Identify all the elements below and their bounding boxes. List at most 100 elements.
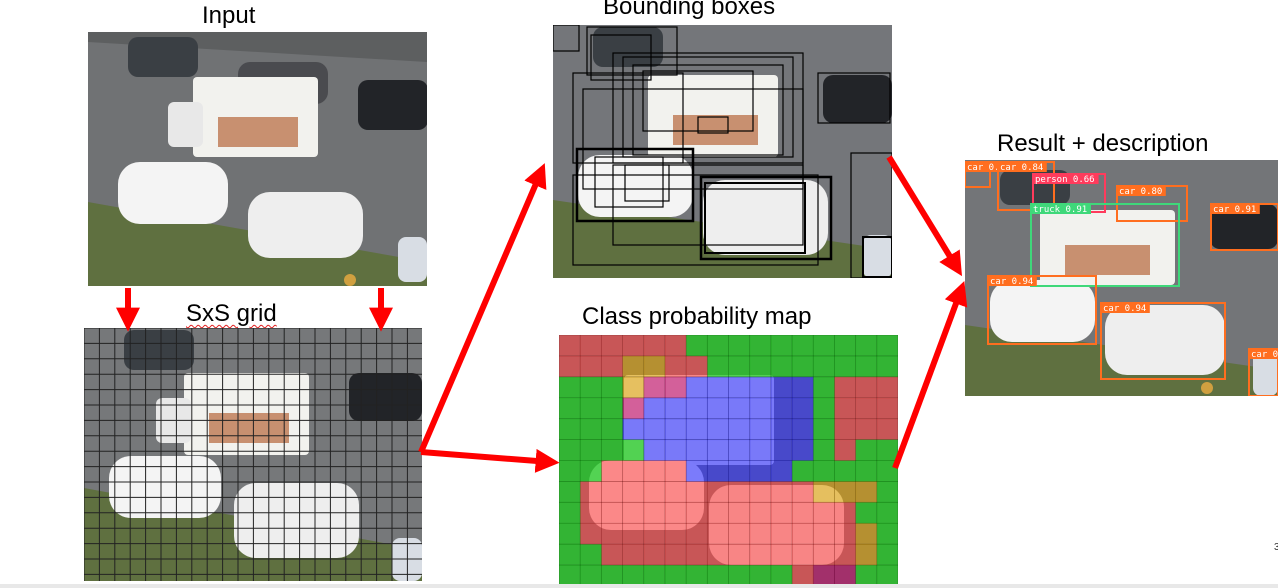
class-cell: [813, 460, 835, 482]
class-cell: [580, 460, 602, 482]
bounding-boxes-image: [553, 25, 892, 278]
class-cell: [686, 376, 708, 399]
class-cell: [770, 565, 793, 586]
class-cell: [855, 376, 878, 399]
class-cell: [834, 544, 857, 566]
class-cell: [686, 523, 708, 545]
class-cell: [664, 439, 687, 461]
class-cell: [707, 439, 729, 461]
class-cell: [792, 355, 814, 378]
class-cell: [749, 397, 772, 420]
grid-label: SxS grid: [186, 300, 277, 328]
class-cell: [813, 418, 835, 441]
class-cell: [622, 544, 645, 566]
class-cell: [834, 355, 857, 378]
class-cell: [813, 565, 835, 586]
class-cell: [601, 335, 624, 357]
class-cell: [664, 418, 687, 441]
class-cell: [855, 523, 878, 545]
class-cell: [643, 376, 666, 399]
class-cell: [834, 502, 857, 524]
class-cell: [855, 397, 878, 420]
class-cell: [792, 335, 814, 357]
class-cell: [834, 397, 857, 420]
class-probability-image: [559, 335, 898, 586]
class-cell: [792, 481, 814, 503]
detection-label-bg: [1101, 302, 1150, 313]
class-cell: [601, 376, 624, 399]
class-cell: [601, 397, 624, 420]
class-cell: [686, 481, 708, 503]
class-cell: [643, 523, 666, 545]
class-cell: [728, 523, 751, 545]
class-cell: [664, 502, 687, 524]
class-cell: [664, 335, 687, 357]
class-cell: [686, 565, 708, 586]
class-cell: [686, 439, 708, 461]
class-cell: [601, 355, 624, 378]
class-cell: [559, 460, 581, 482]
class-cell: [792, 397, 814, 420]
input-scene: [88, 32, 427, 286]
input-image: [88, 32, 427, 286]
detection-label-bg: [1117, 185, 1166, 196]
candidate-boxes: [553, 25, 892, 278]
class-cell: [876, 502, 898, 524]
detection-label-bg: [998, 161, 1047, 172]
class-cell: [728, 565, 751, 586]
class-cell: [834, 460, 857, 482]
class-cell: [601, 418, 624, 441]
detection-label-bg: [1031, 203, 1091, 214]
input-label: Input: [202, 2, 256, 29]
bottom-rule: [0, 584, 1278, 588]
class-cell: [876, 460, 898, 482]
class-cell: [686, 460, 708, 482]
detection-label: car 0.94: [1103, 304, 1146, 314]
class-cell: [559, 376, 581, 399]
class-cell: [770, 460, 793, 482]
class-cell: [770, 544, 793, 566]
candidate-box: [699, 175, 833, 261]
class-cell: [749, 523, 772, 545]
class-cell: [749, 544, 772, 566]
class-cell: [855, 439, 878, 461]
class-cell: [876, 335, 898, 357]
candidate-box: [817, 72, 891, 124]
class-cell: [664, 355, 687, 378]
class-cell: [770, 335, 793, 357]
class-cell: [622, 502, 645, 524]
class-cell: [792, 376, 814, 399]
class-cell: [792, 502, 814, 524]
class-cell: [792, 418, 814, 441]
class-cell: [855, 544, 878, 566]
class-cell: [749, 565, 772, 586]
class-cell: [749, 502, 772, 524]
class-cell: [622, 481, 645, 503]
arrow-grid-to-boxes: [418, 163, 547, 454]
class-cell: [686, 544, 708, 566]
arrow-boxes-to-result: [886, 155, 963, 277]
class-cell: [601, 544, 624, 566]
candidate-box: [862, 236, 892, 278]
class-cell: [749, 460, 772, 482]
class-cell: [728, 460, 751, 482]
class-cell: [876, 544, 898, 566]
class-cell: [728, 502, 751, 524]
class-cell: [643, 502, 666, 524]
detection-label: truck 0.91: [1033, 205, 1087, 215]
detection-label: car 0.91: [1213, 205, 1256, 215]
class-cell: [707, 481, 729, 503]
class-cell: [728, 481, 751, 503]
class-cell: [643, 397, 666, 420]
class-cell: [622, 523, 645, 545]
class-cell: [580, 481, 602, 503]
class-cell: [876, 481, 898, 503]
class-cell: [664, 481, 687, 503]
class-cell: [664, 460, 687, 482]
class-cell: [792, 439, 814, 461]
class-cell: [643, 439, 666, 461]
class-grid-overlay: [559, 335, 898, 586]
class-cell: [580, 523, 602, 545]
class-cell: [813, 376, 835, 399]
detection-label: person 0.66: [1035, 175, 1095, 185]
